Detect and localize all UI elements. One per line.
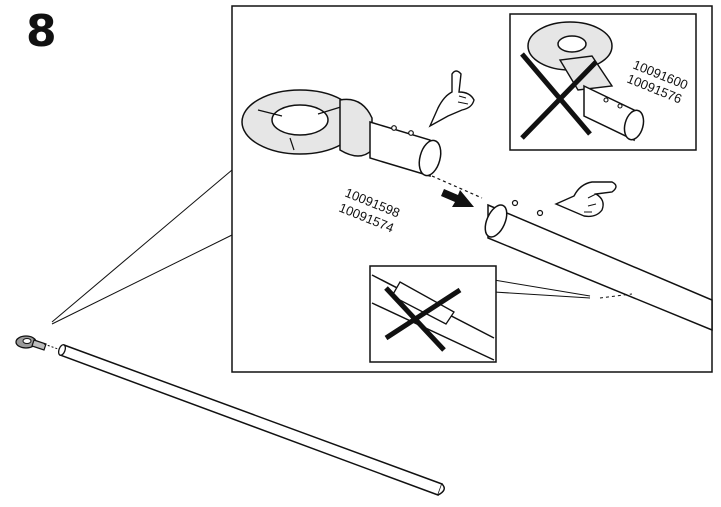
pole-detail — [484, 199, 713, 332]
wrong-connector-inset: 10091600 10091576 — [509, 13, 697, 151]
callout-line-lower — [51, 234, 233, 325]
cross-icon — [520, 52, 598, 140]
cross-icon — [384, 286, 462, 352]
overview-pole — [57, 344, 445, 496]
pole-hole — [536, 209, 544, 217]
insert-arrow — [431, 175, 483, 207]
step-number: 8 — [26, 6, 57, 57]
hand-press-icon — [428, 70, 475, 128]
callout-line-upper — [51, 169, 233, 323]
overview-connector — [15, 335, 59, 351]
pole-hole — [511, 199, 519, 207]
hand-press-icon — [554, 181, 617, 218]
